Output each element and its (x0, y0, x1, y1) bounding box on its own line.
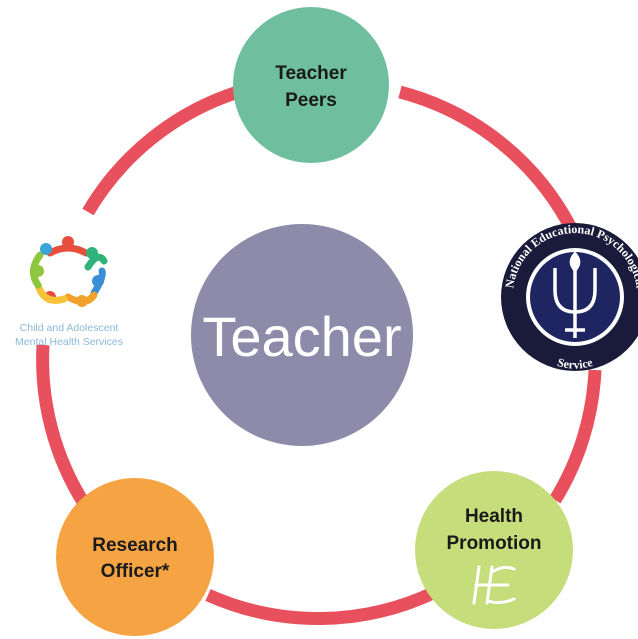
neps-torch-emblem (553, 251, 597, 338)
camhs-label-line2: Mental Health Services (15, 336, 123, 348)
node-research-officer: Research Officer* (56, 478, 214, 636)
center-label: Teacher (202, 305, 401, 368)
ring-segment-peers-neps (398, 85, 578, 233)
camhs-logo: Child and Adolescent Mental Health Servi… (15, 236, 123, 348)
teacher-peers-circle (233, 7, 389, 163)
node-teacher-peers: Teacher Peers (233, 7, 389, 163)
ring-segment-research-camhs (36, 344, 91, 509)
ring-segment-camhs-peers (82, 85, 240, 216)
ring-segment-health-research (205, 586, 438, 626)
health-promotion-line1: Health (465, 506, 523, 527)
ring-segment-neps-health (549, 369, 602, 504)
research-officer-line2: Officer* (101, 561, 170, 582)
node-health-promotion: Health Promotion (415, 471, 573, 629)
teacher-peers-line1: Teacher (275, 63, 347, 84)
connection-ring (36, 85, 602, 626)
research-officer-line1: Research (92, 535, 178, 556)
teacher-peers-line2: Peers (285, 90, 337, 111)
health-promotion-circle (415, 471, 573, 629)
hse-logo (472, 565, 516, 605)
center-circle (191, 224, 413, 446)
camhs-people-icon (30, 236, 108, 307)
camhs-label-line1: Child and Adolescent (20, 322, 119, 334)
research-officer-circle (56, 478, 214, 636)
neps-bottom-text: Service (556, 355, 595, 372)
neps-logo: National Educational Psychological Servi… (501, 222, 638, 372)
health-promotion-line2: Promotion (447, 533, 542, 554)
